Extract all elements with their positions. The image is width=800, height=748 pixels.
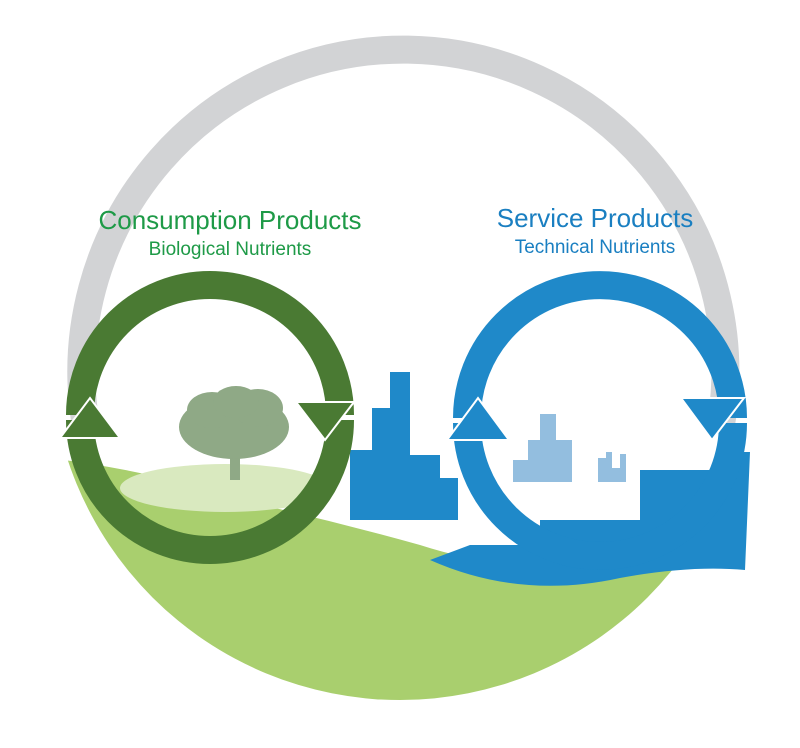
outer-gray-arc — [67, 35, 740, 433]
tech-arrow-right — [679, 397, 747, 442]
biological-cycle-icon — [58, 271, 357, 564]
bio-arrow-right — [293, 401, 357, 442]
bio-arrow-left — [58, 396, 122, 439]
tech-arrow-left — [445, 396, 511, 441]
technical-cycle-icon — [445, 271, 747, 570]
tech-cycle-ring — [453, 271, 747, 419]
bio-cycle-ring — [66, 271, 354, 416]
tech-cycle-ring-lower — [453, 422, 747, 570]
tree-icon — [179, 386, 289, 480]
technical-title: Service Products — [496, 203, 694, 233]
technical-subtitle: Technical Nutrients — [514, 237, 676, 258]
biological-title: Consumption Products — [98, 205, 362, 235]
tree-hill — [120, 464, 330, 512]
biological-subtitle: Biological Nutrients — [148, 239, 312, 260]
light-city-icon — [513, 414, 626, 482]
bio-cycle-ring-lower — [66, 419, 354, 564]
